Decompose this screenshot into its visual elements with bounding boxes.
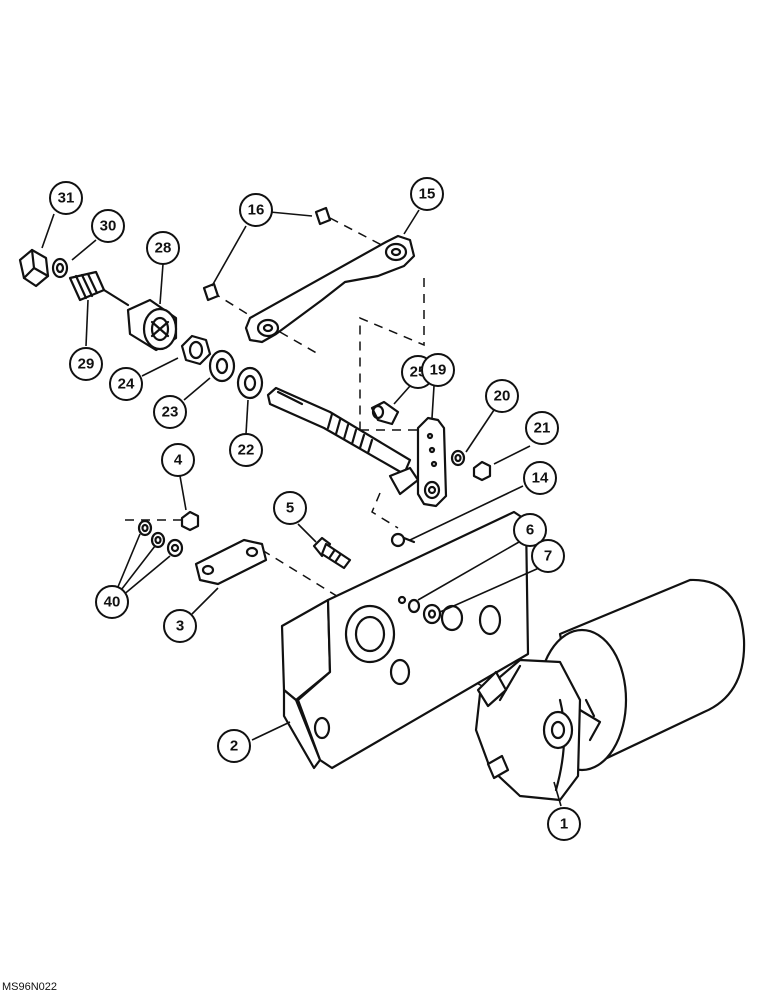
svg-text:24: 24 (118, 376, 135, 393)
part-23-washer (208, 349, 236, 383)
svg-text:21: 21 (534, 420, 551, 437)
svg-text:23: 23 (162, 404, 179, 421)
callout-24: 24 (109, 367, 143, 401)
part-31-acorn-nut (18, 248, 50, 288)
svg-text:29: 29 (78, 356, 95, 373)
callout-22: 22 (229, 433, 263, 467)
part-40-washers (137, 519, 184, 558)
svg-text:40: 40 (104, 594, 121, 611)
svg-text:16: 16 (248, 202, 265, 219)
callout-28: 28 (146, 231, 180, 265)
part-7-grommet (422, 603, 464, 632)
part-6-washer (407, 598, 421, 614)
drawing-code: MS96N022 (2, 981, 57, 993)
part-28-bushing (126, 298, 178, 352)
svg-text:1: 1 (560, 816, 568, 833)
part-4-nut (180, 510, 200, 532)
callout-40: 40 (95, 585, 129, 619)
leader-lines (41, 209, 562, 807)
callout-2: 2 (217, 729, 251, 763)
svg-text:14: 14 (532, 470, 549, 487)
part-19-crank-arm (388, 416, 448, 508)
svg-text:22: 22 (238, 442, 255, 459)
part-2-bracket (280, 510, 530, 770)
callout-4: 4 (161, 443, 195, 477)
svg-text:20: 20 (494, 388, 511, 405)
callout-21: 21 (525, 411, 559, 445)
callout-19: 19 (421, 353, 455, 387)
svg-text:31: 31 (58, 190, 75, 207)
callout-3: 3 (163, 609, 197, 643)
callout-15: 15 (410, 177, 444, 211)
callout-31: 31 (49, 181, 83, 215)
part-22-washer (236, 366, 264, 400)
callout-1: 1 (547, 807, 581, 841)
part-1-wiper-motor (474, 578, 746, 802)
part-5-bolt (312, 536, 352, 570)
part-20-lock-washer (450, 449, 466, 467)
callout-14: 14 (523, 461, 557, 495)
callout-20: 20 (485, 379, 519, 413)
part-30-lock-washer (51, 257, 69, 279)
svg-text:3: 3 (176, 618, 184, 635)
part-25-stud (370, 400, 400, 426)
callout-29: 29 (69, 347, 103, 381)
svg-text:4: 4 (174, 452, 183, 469)
callout-30: 30 (91, 209, 125, 243)
part-21-nut (472, 460, 492, 482)
svg-text:28: 28 (155, 240, 172, 257)
part-29-knurled-knob (68, 270, 130, 307)
svg-text:6: 6 (526, 522, 534, 539)
part-3-small-link (194, 538, 268, 586)
part-14-screw (390, 532, 416, 548)
part-15-link-arm (244, 234, 416, 344)
svg-text:30: 30 (100, 218, 117, 235)
callout-23: 23 (153, 395, 187, 429)
callout-6: 6 (513, 513, 547, 547)
part-24-hex-nut (180, 334, 212, 366)
svg-text:7: 7 (544, 548, 552, 565)
svg-text:19: 19 (430, 362, 447, 379)
callout-7: 7 (531, 539, 565, 573)
drive-shaft (266, 386, 412, 476)
part-16-clip-upper (314, 206, 332, 226)
part-16-clip-lower (202, 282, 220, 302)
callout-16: 16 (239, 193, 273, 227)
callout-5: 5 (273, 491, 307, 525)
svg-text:15: 15 (419, 186, 436, 203)
svg-text:2: 2 (230, 738, 238, 755)
svg-text:5: 5 (286, 500, 294, 517)
callouts: 31 30 28 29 24 23 22 16 (49, 177, 581, 841)
